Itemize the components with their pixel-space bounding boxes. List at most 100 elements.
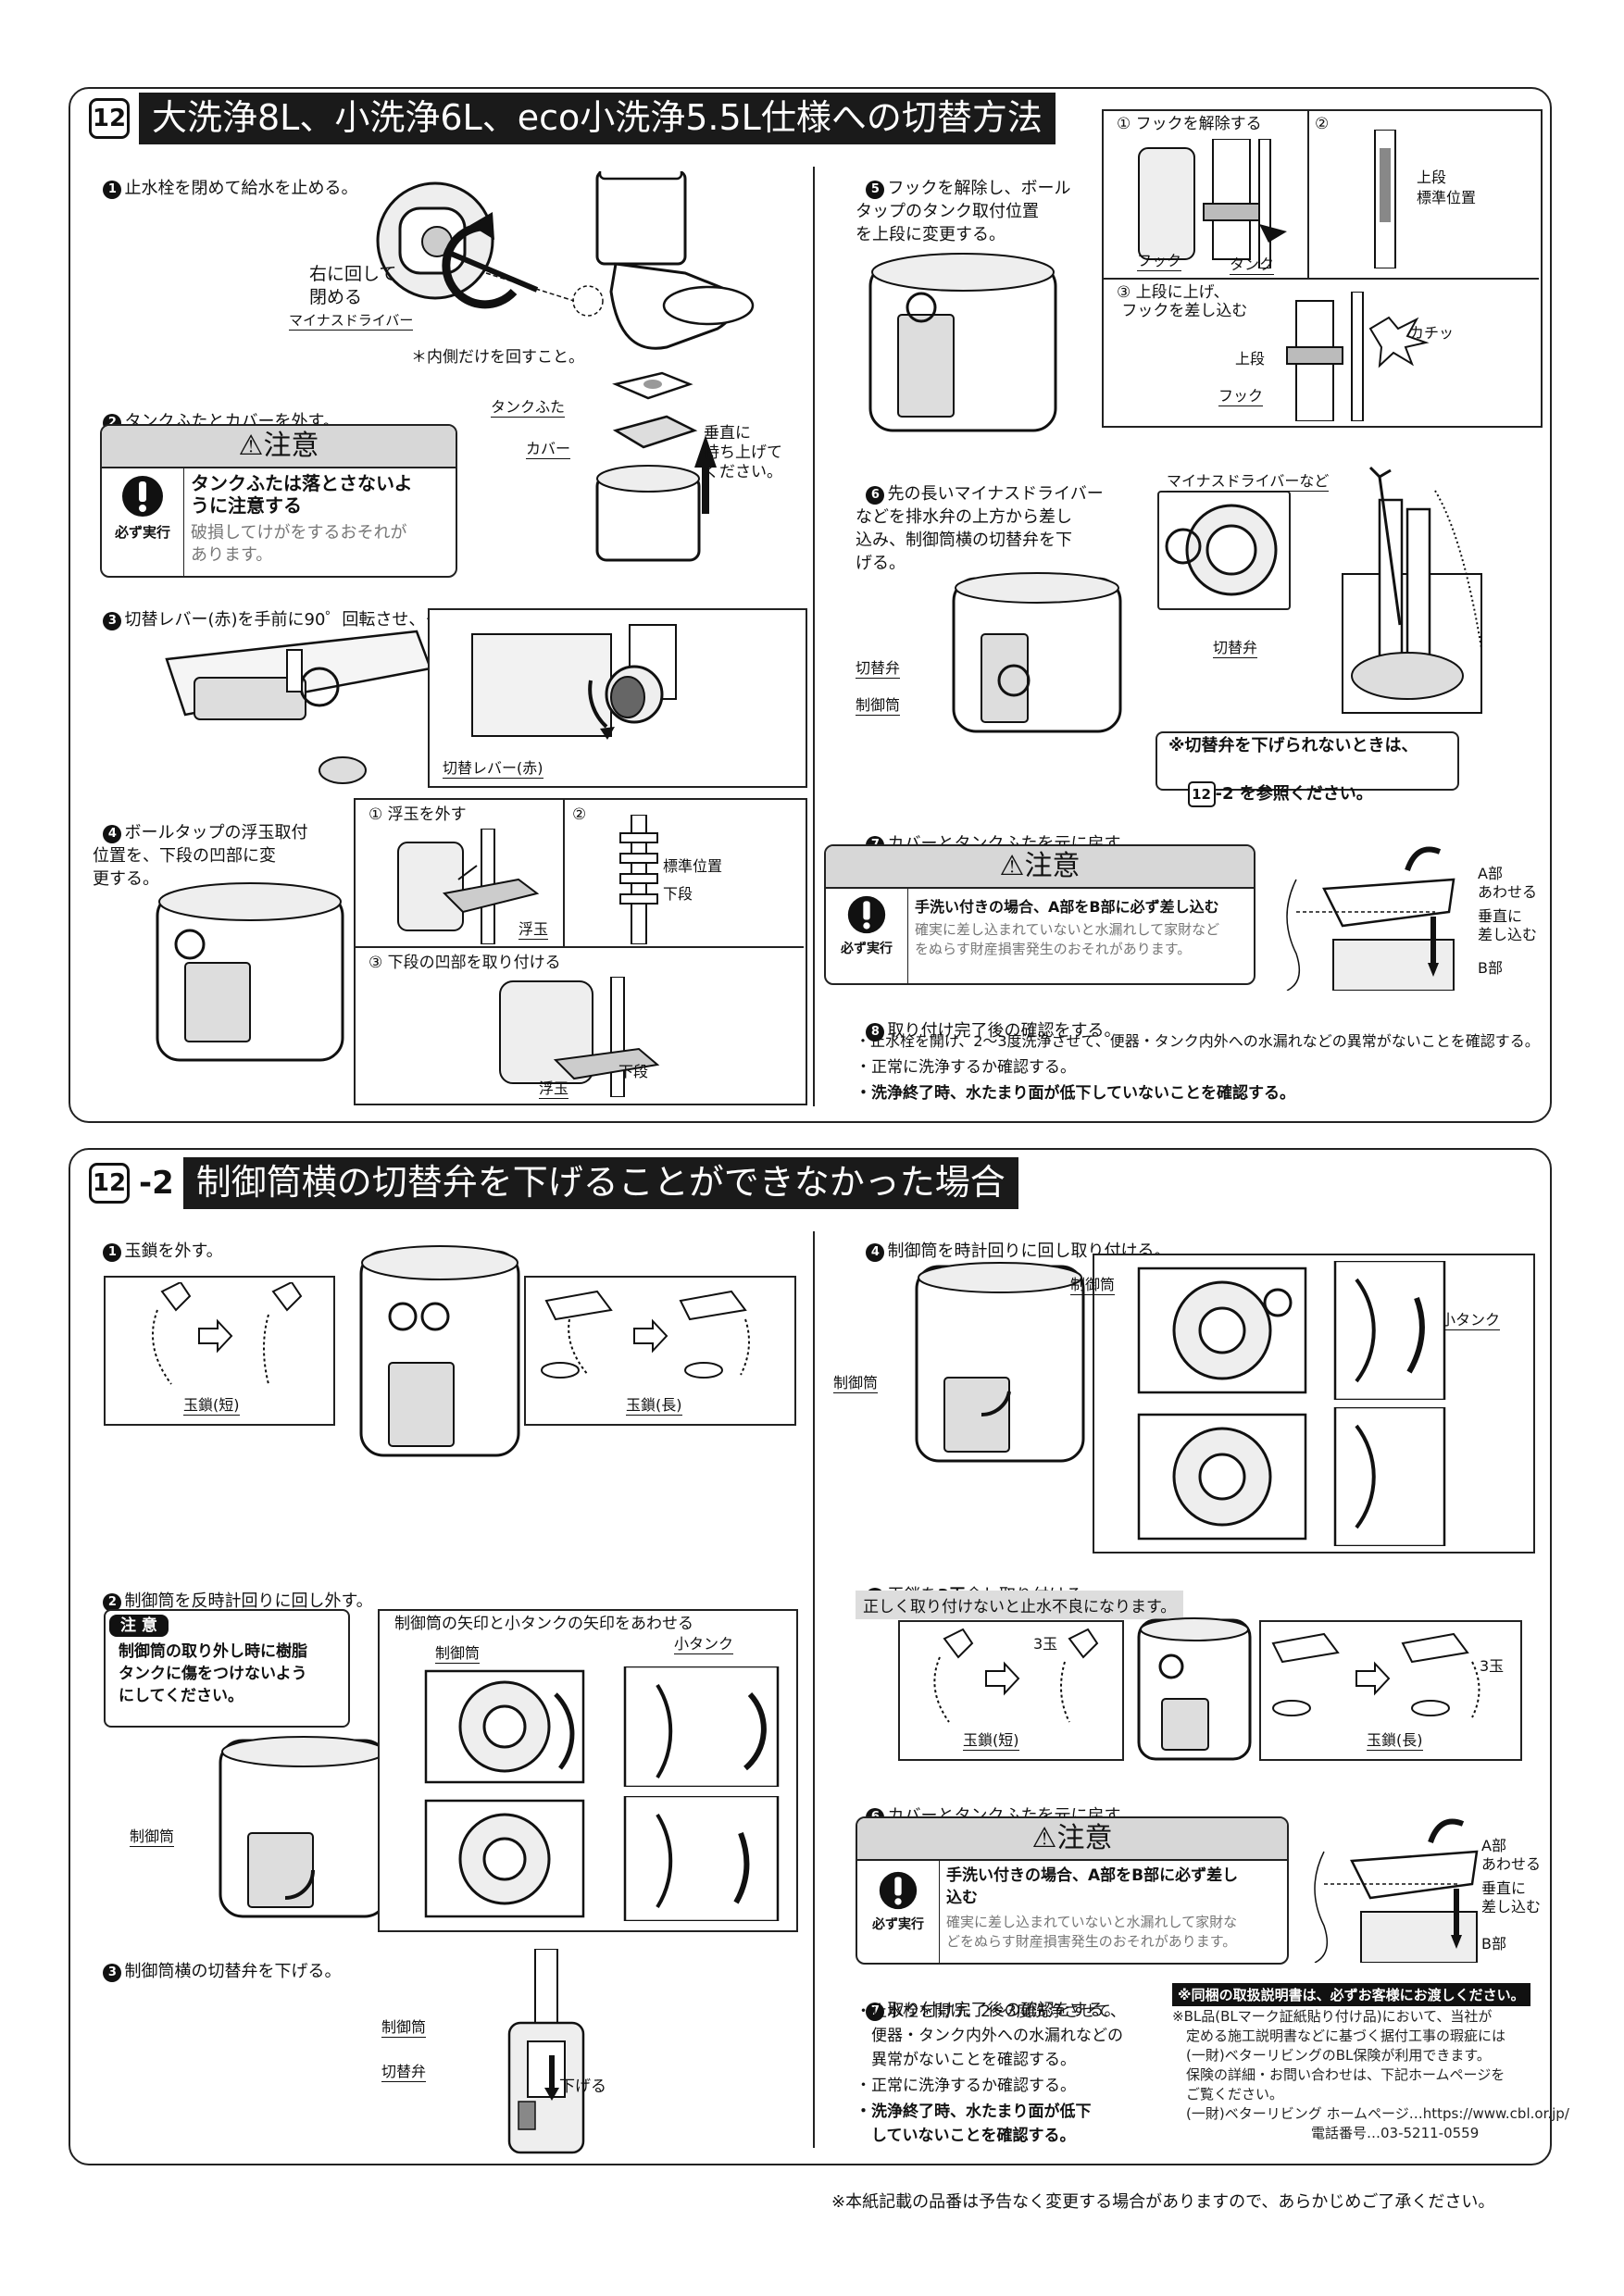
step-text: 取り付け完了後の確認をする。: [887, 1021, 1121, 1041]
step-number: 3: [103, 611, 122, 630]
rotate-right-label: 右に回して 閉める: [309, 264, 397, 307]
long-chain-illustration: [541, 1290, 750, 1379]
hook-release-illustration: [1138, 139, 1287, 268]
check-bullet-3: ・洗浄終了時、水たまり面が低下していないことを確認する。: [856, 1084, 1295, 1103]
section-ref-badge: 12: [1187, 781, 1216, 807]
small-tank-label: 小タンク: [1441, 1311, 1501, 1330]
lower-step-label: 下段: [663, 885, 693, 903]
step-number: 7: [866, 2002, 885, 2021]
part-b-label: B部: [1478, 959, 1503, 977]
control-tube-label: 制御筒: [856, 696, 901, 716]
must-do-mark: 必ず実行: [102, 474, 183, 542]
check-bullet-1: ・止水栓を開け、2～3度洗浄させて、便器・タンク内外への水漏れなどの異常がないこ…: [856, 1032, 1540, 1050]
control-tube-label: 制御筒: [833, 1374, 879, 1393]
clockwise-lower-illustration: [1137, 1407, 1446, 1546]
control-tube-valve-illustration: [507, 1949, 585, 2154]
hook-label: フック: [1137, 252, 1182, 271]
hook-steps-vdivider: [1307, 111, 1309, 278]
lower-step-label-2: 下段: [618, 1063, 649, 1080]
caution-header: ⚠注意: [102, 426, 456, 468]
tube-align-upper-illustration: [424, 1666, 780, 1787]
control-tube-label-2: 制御筒: [435, 1644, 481, 1664]
valve-note-box: [1156, 731, 1459, 791]
float-attach-illustration: [499, 977, 660, 1097]
step-text: 止水栓を閉めて給水を止める。: [124, 179, 358, 198]
float-label: 浮玉: [518, 920, 549, 940]
section-number: 12: [89, 1163, 130, 1204]
step-text: フックを解除し、ボール タップのタンク取付位置 を上段に変更する。: [856, 179, 1071, 244]
hook-steps-hdivider: [1102, 278, 1539, 280]
exclamation-icon: [847, 895, 886, 934]
must-do-label: 必ず実行: [114, 524, 170, 541]
check-bullet-3: ・洗浄終了時、水たまり面が低下 していないことを確認する。: [856, 2103, 1092, 2145]
check-bullet-1: ・止水栓を開け、2～3度洗浄させて、 便器・タンク内外への水漏れなどの 異常がな…: [856, 2003, 1126, 2069]
valve-note-line-1: ※切替弁を下げられないときは、: [1168, 736, 1418, 755]
cover-label: カバー: [526, 440, 571, 459]
step-text: 制御筒を反時計回りに回し外す。: [124, 1591, 373, 1611]
caution-title: 注意: [1056, 1822, 1113, 1854]
upper-step-label: 上段: [1417, 168, 1447, 186]
hook-tank-illustration: [868, 253, 1057, 432]
note-text: 制御筒の取り外し時に樹脂 タンクに傷をつけないよう にしてください。: [119, 1642, 307, 1705]
short-chain-label: 玉鎖(短): [183, 1396, 240, 1416]
step-number: 5: [866, 180, 885, 199]
caution-box-3: ⚠注意 必ず実行 手洗い付きの場合、A部をB部に必ず差し 込む 確実に差し込まれ…: [856, 1816, 1289, 1965]
section-12-2-title: 12 -2 制御筒横の切替弁を下げることができなかった場合: [89, 1157, 1018, 1209]
align-label: あわせる: [1478, 883, 1538, 901]
caution-box-1: ⚠注意 必ず実行 タンクふたは落とさないよ うに注意する 破損してけがをするおそ…: [100, 424, 457, 578]
switch-valve-label: 切替弁: [381, 2063, 427, 2082]
attach-lower-label: ③ 下段の凹部を取り付ける: [369, 954, 561, 972]
caution-divider: [939, 1861, 940, 1963]
must-do-label: 必ず実行: [841, 942, 893, 956]
float-removal-illustration: [397, 829, 540, 944]
column-divider: [813, 167, 815, 1106]
section-heading: 制御筒横の切替弁を下げることができなかった場合: [182, 1157, 1018, 1209]
sink-insert-illustration: [1286, 846, 1455, 991]
lever-closeup-illustration: [471, 624, 677, 740]
caution-sub: 確実に差し込まれていないと水漏れして家財な どをぬらす財産損害発生のおそれがあり…: [946, 1914, 1238, 1950]
short-chain-label: 玉鎖(短): [963, 1731, 1019, 1751]
exclamation-icon: [122, 476, 163, 517]
tank-lid-label: タンクふた: [491, 398, 566, 418]
check-bullet-2: ・正常に洗浄するか確認する。: [856, 2077, 1076, 2095]
three-balls-label: 3玉: [1033, 1635, 1058, 1653]
section-12-title: 12 大洗浄8L、小洗浄6L、eco小洗浄5.5L仕様への切替方法: [89, 93, 1056, 144]
standard-position-label: 標準位置: [1417, 189, 1477, 206]
caution-bold: 手洗い付きの場合、A部をB部に必ず差し 込む: [946, 1866, 1239, 1907]
align-label: あわせる: [1481, 1855, 1542, 1873]
step-number: 4: [103, 824, 122, 843]
caution-title: 注意: [1024, 850, 1081, 882]
chain-3-tank-illustration: [1137, 1617, 1252, 1761]
footer-note: ※本紙記載の品番は予告なく変更する場合がありますので、あらかじめご了承ください。: [831, 2192, 1495, 2212]
must-do-label: 必ず実行: [872, 1917, 924, 1932]
small-tank-label: 小タンク: [674, 1635, 734, 1654]
attach-tube-tank-illustration: [915, 1262, 1085, 1463]
driver-etc-label: マイナスドライバーなど: [1167, 472, 1330, 492]
caution-bold: タンクふたは落とさないよ うに注意する: [191, 472, 413, 517]
must-do-mark: 必ず実行: [826, 894, 907, 957]
ball-tap-tank-illustration: [156, 882, 344, 1062]
sink-insert-illustration-2: [1314, 1818, 1479, 1963]
click-label: カチッ: [1409, 324, 1455, 342]
bl-note-header: ※同梱の取扱説明書は、必ずお客様にお渡しください。: [1172, 1983, 1530, 2006]
upper-position-illustration: [1374, 130, 1396, 268]
step-number: 1: [103, 1242, 122, 1262]
part-a-label: A部: [1478, 865, 1503, 882]
valve-closeup-illustration: [1165, 504, 1278, 596]
driver-insert-illustration: [1342, 466, 1482, 714]
upper-step-label-2: 上段: [1235, 350, 1266, 368]
caution-divider: [907, 889, 908, 983]
lower-it-label: 下げる: [559, 2078, 606, 2096]
chain-tank-illustration: [359, 1245, 520, 1457]
caution-bold: 手洗い付きの場合、A部をB部に必ず差し込む: [915, 898, 1219, 916]
remove-float-label: ① 浮玉を外す: [369, 805, 467, 824]
insert-vertical-label: 垂直に 差し込む: [1481, 1879, 1542, 1915]
